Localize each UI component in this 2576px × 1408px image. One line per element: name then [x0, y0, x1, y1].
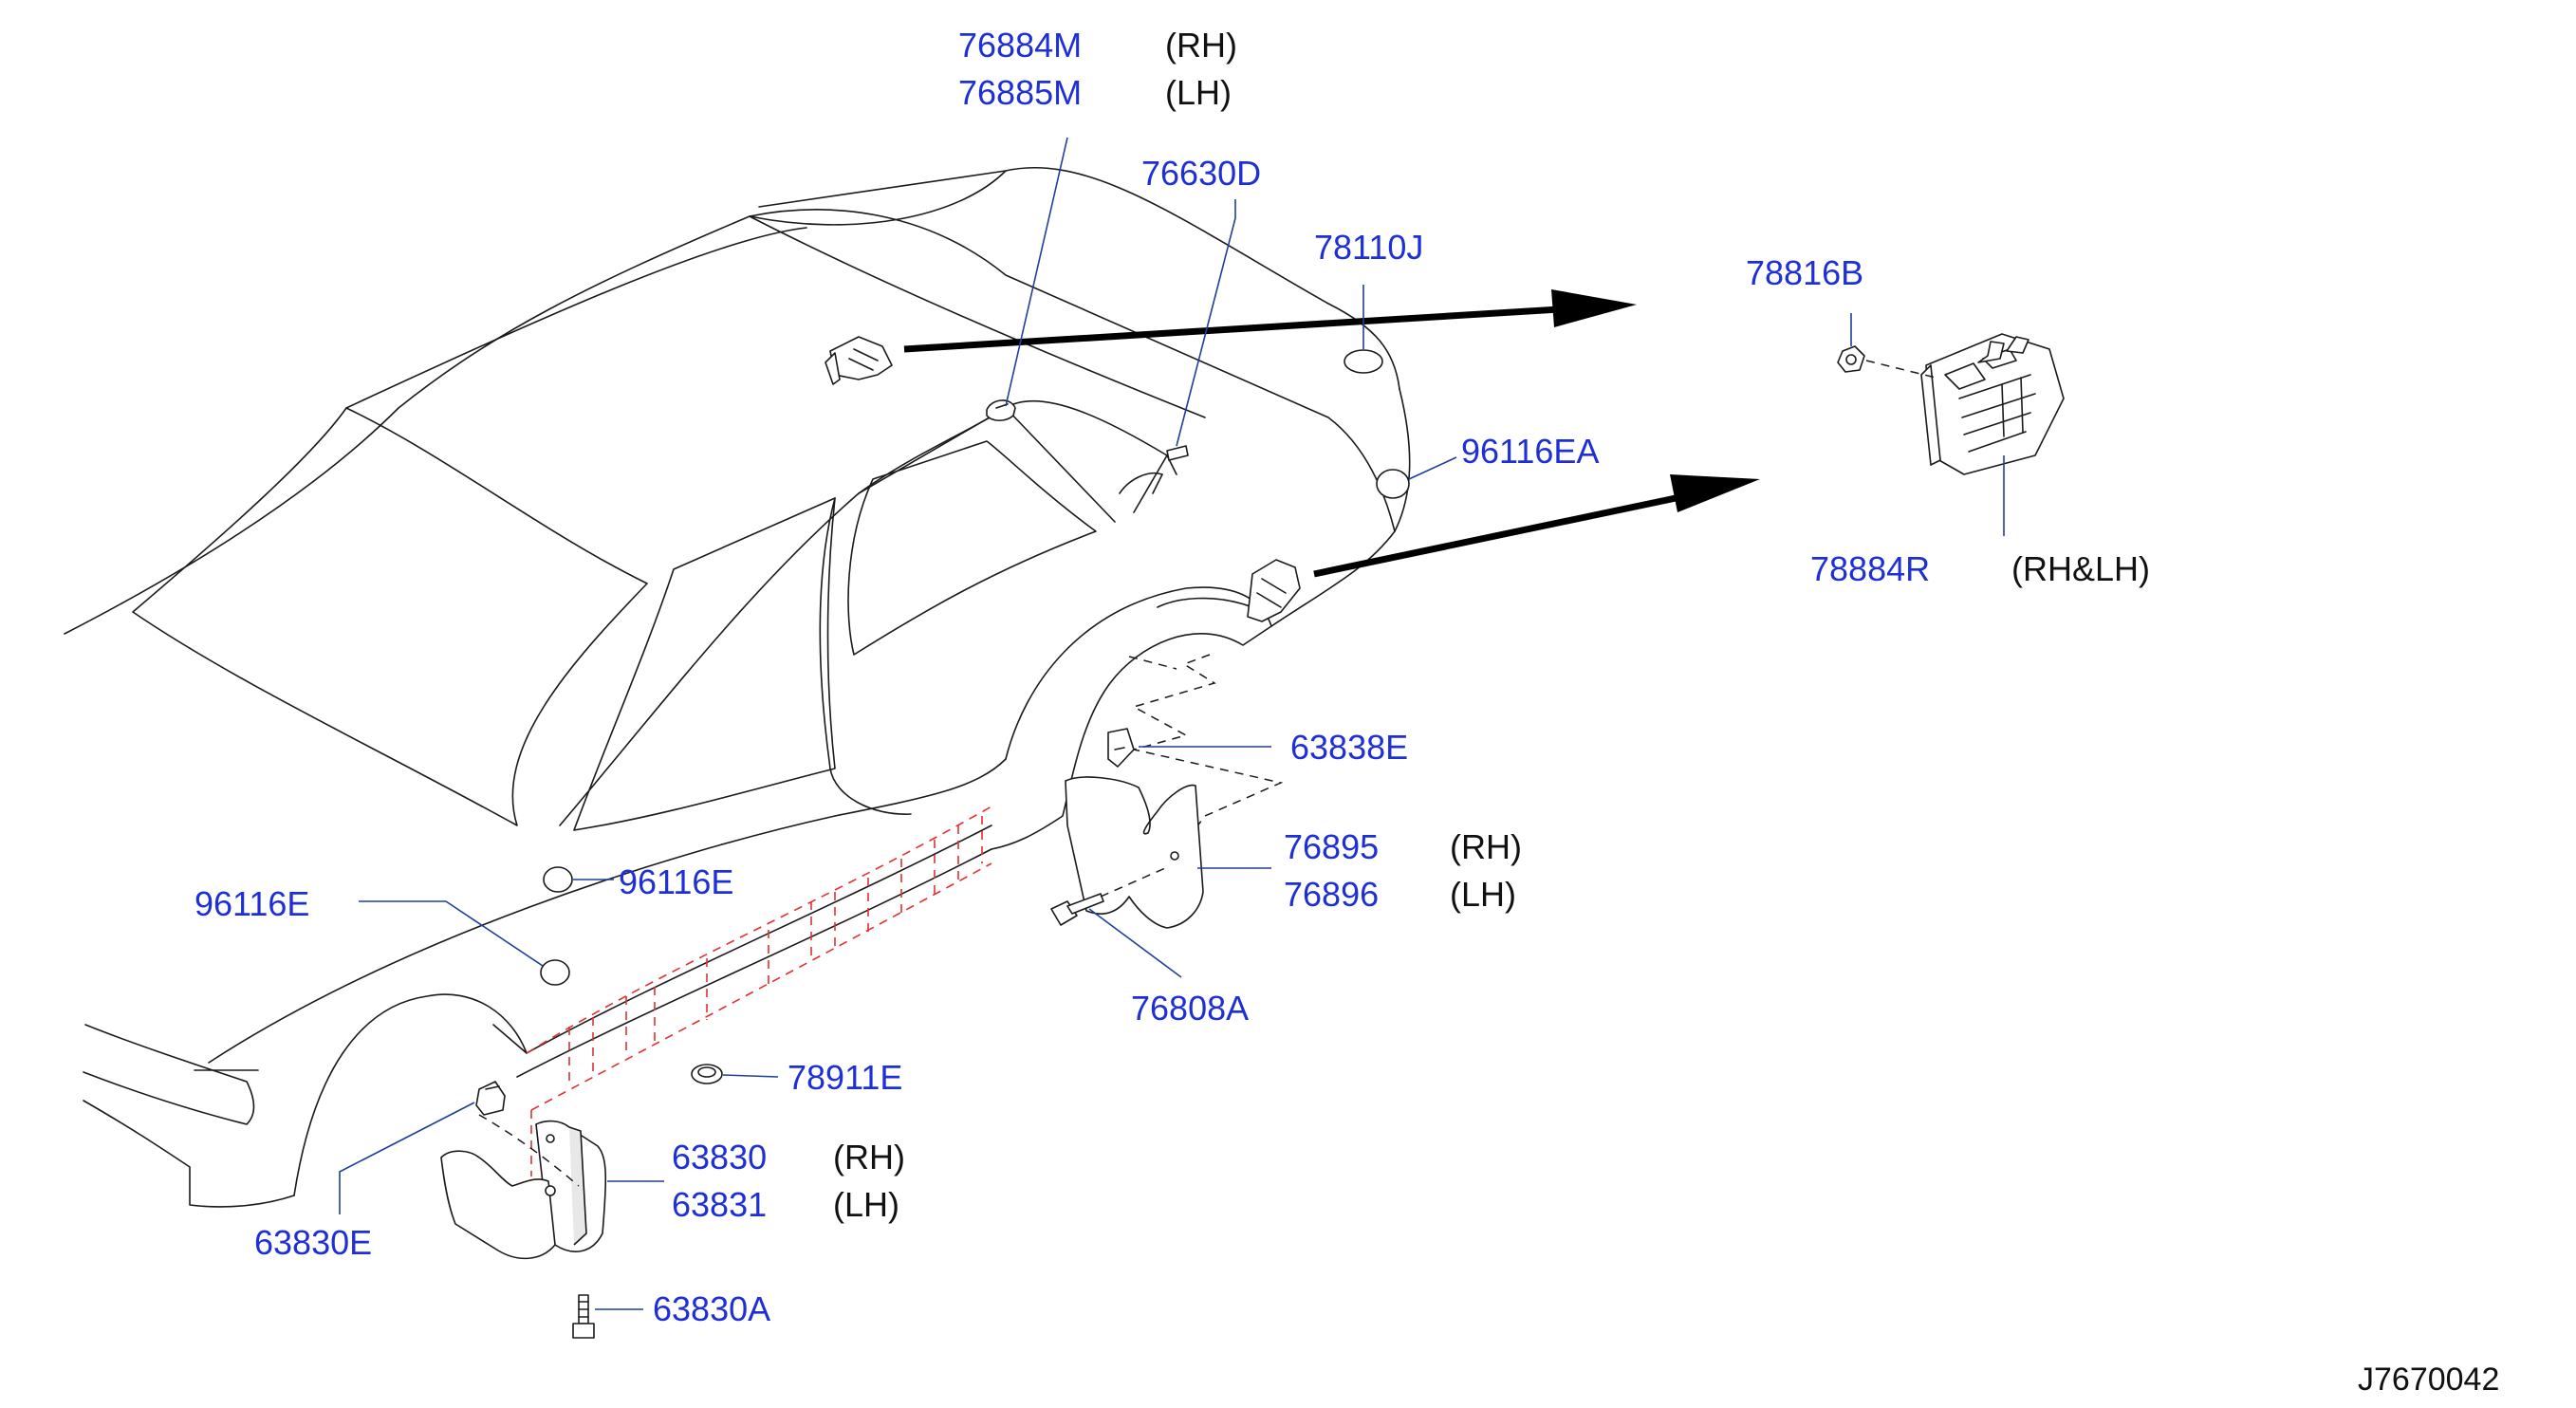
label-78816B: 78816B	[1746, 253, 1863, 292]
clip-63838E	[1107, 728, 1135, 768]
side-76895: (RH)	[1450, 827, 1522, 866]
side-78884R: (RH&LH)	[2011, 549, 2150, 588]
detail-vent-78884R	[1920, 333, 2065, 475]
mudguard-front	[440, 1114, 607, 1260]
label-63830A: 63830A	[653, 1289, 770, 1328]
vent-grille-lower	[1247, 559, 1301, 622]
plug-96116EA	[1376, 469, 1410, 499]
label-63830E: 63830E	[254, 1223, 372, 1262]
side-76885M: (LH)	[1165, 73, 1232, 112]
plug-96116E-side	[540, 959, 570, 986]
label-96116EA: 96116EA	[1461, 432, 1599, 471]
car-body-outline	[64, 166, 1411, 1208]
label-78911E: 78911E	[788, 1058, 902, 1097]
part-labels: 76884M (RH) 76885M (LH) 76630D 78110J 78…	[195, 26, 2499, 1398]
clip-76630D	[1166, 445, 1189, 461]
diagram-reference-number: J7670042	[2358, 1362, 2499, 1398]
screw-63830A	[572, 1294, 595, 1339]
label-76630D: 76630D	[1141, 154, 1261, 193]
plug-96116E-door	[543, 866, 573, 893]
label-96116E-door: 96116E	[619, 862, 733, 901]
label-76896: 76896	[1284, 875, 1379, 914]
label-78110J: 78110J	[1314, 228, 1423, 267]
rear-assembly-lines	[1128, 654, 1284, 855]
side-76896: (LH)	[1450, 875, 1516, 914]
mudguard-rear	[1065, 776, 1204, 929]
vent-grille-upper	[825, 336, 893, 385]
label-96116E-side: 96116E	[195, 884, 309, 923]
detail-nut-78816B	[1837, 345, 1937, 379]
label-63831: 63831	[672, 1185, 767, 1224]
side-76884M: (RH)	[1165, 26, 1237, 65]
label-78884R: 78884R	[1810, 549, 1930, 588]
label-63830: 63830	[672, 1138, 767, 1176]
detail-arrows	[903, 289, 1760, 578]
label-76885M: 76885M	[958, 73, 1082, 112]
label-63838E: 63838E	[1290, 728, 1408, 767]
screw-76808A	[1050, 867, 1166, 926]
pillar-vent-part	[986, 399, 1016, 422]
leader-lines	[339, 137, 2005, 1310]
label-76895: 76895	[1284, 827, 1379, 866]
grommet-78911E	[691, 1064, 723, 1084]
sill-highlight-lines	[526, 806, 992, 1176]
label-76808A: 76808A	[1131, 989, 1249, 1028]
clip-63830E	[475, 1081, 506, 1116]
side-63831: (LH)	[833, 1185, 899, 1224]
plug-78110J	[1344, 349, 1383, 374]
label-76884M: 76884M	[958, 26, 1082, 65]
side-63830: (RH)	[833, 1138, 905, 1176]
